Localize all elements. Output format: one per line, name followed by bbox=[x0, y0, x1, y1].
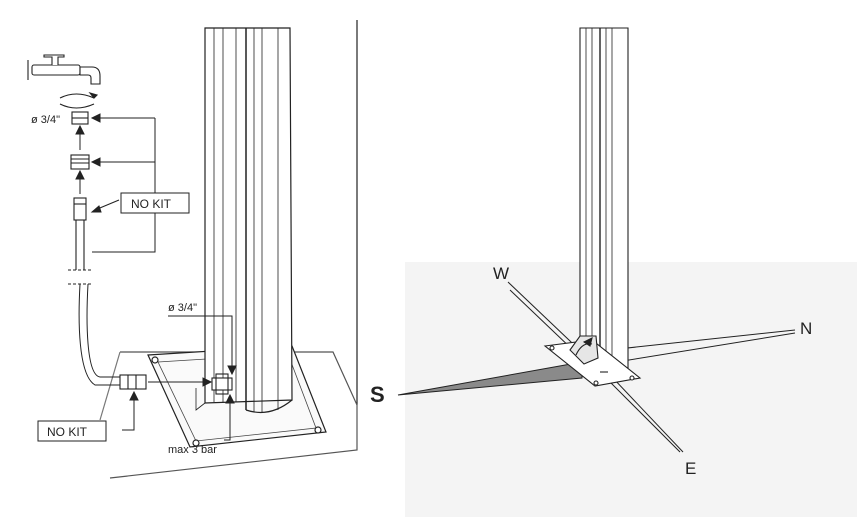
assembly-arrows bbox=[75, 113, 237, 441]
fitting-diameter-top-label: ø 3/4" bbox=[31, 114, 60, 126]
fitting-diameter-base-label: ø 3/4" bbox=[168, 302, 197, 314]
no-kit-lower-label: NO KIT bbox=[47, 425, 88, 439]
hose-end-fitting bbox=[73, 197, 87, 221]
hose-connector bbox=[70, 154, 90, 170]
max-pressure-label: max 3 bar bbox=[168, 444, 217, 456]
left-panel: ø 3/4" NO KIT ø 3/4" NO KIT max 3 bar bbox=[27, 20, 358, 479]
hose-assembly bbox=[68, 111, 233, 395]
right-panel: W N S E bbox=[370, 27, 857, 517]
no-kit-lower-box bbox=[37, 420, 107, 442]
shower-column-view-2 bbox=[579, 27, 629, 372]
base-plate-view-2 bbox=[543, 335, 642, 387]
base-hose-fitting bbox=[119, 374, 147, 390]
compass-e-label: E bbox=[685, 459, 696, 478]
compass-w-label: W bbox=[493, 264, 509, 283]
water-tap-icon bbox=[27, 54, 101, 109]
no-kit-upper-box bbox=[120, 192, 190, 214]
shower-column bbox=[195, 27, 293, 413]
no-kit-upper-label: NO KIT bbox=[131, 197, 172, 211]
compass-n-label: N bbox=[800, 319, 812, 338]
compass-s-label: S bbox=[370, 382, 385, 407]
floor-area bbox=[405, 262, 857, 517]
